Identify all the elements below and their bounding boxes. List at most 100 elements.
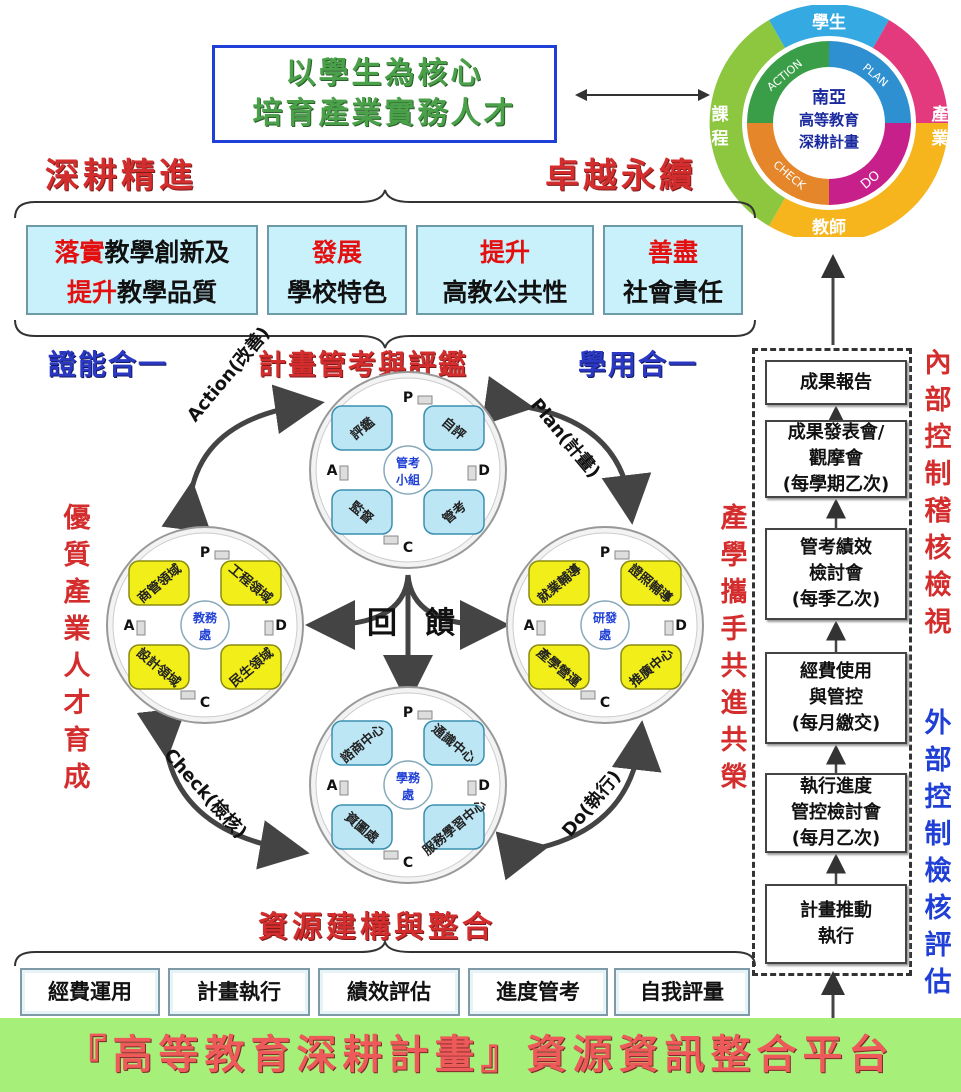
loop-top-c: C bbox=[403, 540, 413, 556]
loop-bottom: 諮商中心通識中心資圖處服務學習中心學務處PDCA bbox=[309, 686, 507, 884]
loop-top-center-1: 管考 bbox=[396, 455, 420, 470]
step-progress-review: 執行進度管控檢討會(每月乙次) bbox=[765, 773, 907, 853]
mid-left-title: 證能合一 bbox=[48, 348, 169, 381]
resource-box-5: 自我評量 bbox=[614, 968, 750, 1016]
internal-control-text: 內部控制稽核檢視 bbox=[924, 348, 952, 638]
loop-right-arrow-p bbox=[614, 550, 630, 560]
loop-top-item-4 bbox=[423, 489, 485, 535]
goal-box-4: 善盡 社會責任 bbox=[603, 225, 743, 315]
plan-arrow bbox=[481, 375, 652, 525]
loop-bottom-center-2: 處 bbox=[402, 787, 414, 802]
goal-2-red: 發展 bbox=[311, 238, 362, 267]
loop-bottom-item-2 bbox=[423, 720, 485, 766]
step-execute: 計畫推動執行 bbox=[765, 884, 907, 964]
goal-box-2: 發展 學校特色 bbox=[267, 225, 407, 315]
goal-1-text-1: 教學創新及 bbox=[104, 238, 230, 267]
loop-top-arrow-a bbox=[339, 465, 349, 481]
goal-box-1: 落實教學創新及 提升教學品質 bbox=[26, 225, 258, 315]
loop-top-arrow-d bbox=[467, 465, 477, 481]
loop-right: 就業輔導證照輔導產學營運推廣中心研發處PDCA bbox=[506, 526, 704, 724]
resource-box-2: 計畫執行 bbox=[168, 968, 310, 1016]
loop-bottom-arrow-c bbox=[383, 850, 399, 860]
loop-left-arrow-d bbox=[264, 620, 274, 636]
right-vertical-text: 產學攜手共進共榮 bbox=[720, 503, 748, 793]
top-brace bbox=[14, 189, 756, 219]
double-arrow-icon bbox=[575, 89, 710, 101]
wheel-center-1: 南亞 bbox=[812, 87, 846, 108]
loop-top-item-1 bbox=[331, 405, 393, 451]
goal-1-text-2: 教學品質 bbox=[117, 278, 218, 307]
loop-left-center-1: 教務 bbox=[192, 610, 218, 625]
loop-left-arrow-a bbox=[136, 620, 146, 636]
loop-left-arrow-p bbox=[214, 550, 230, 560]
loop-top-center-2: 小組 bbox=[396, 472, 420, 487]
step-budget-control: 經費使用與管控(每月繳交) bbox=[765, 652, 907, 744]
goal-4-text: 社會責任 bbox=[622, 278, 723, 307]
loop-right-c: C bbox=[600, 695, 610, 711]
loop-bottom-item-3 bbox=[331, 804, 393, 850]
mid-right-title: 學用合一 bbox=[578, 348, 699, 381]
external-control-text: 外部控制檢核評估 bbox=[924, 708, 952, 998]
platform-banner: 『高等教育深耕計畫』資源資訊整合平台 bbox=[0, 1018, 961, 1092]
feedback-left-char: 回 bbox=[367, 606, 397, 641]
slogan-left: 深耕精進 bbox=[45, 156, 197, 196]
pdca-wheel: 學生 教師 ACTION PLAN DO CHECK 南亞 高等教育 深耕計畫 bbox=[709, 5, 949, 237]
loop-left-item-1 bbox=[128, 560, 190, 606]
loop-right-arrow-c bbox=[580, 690, 596, 700]
loop-right-arrow-d bbox=[664, 620, 674, 636]
process-column bbox=[752, 348, 912, 976]
loop-bottom-arrow-p bbox=[417, 710, 433, 720]
loop-top: 評鑑自評監督管考管考小組PDCA bbox=[309, 371, 507, 569]
loop-top-item-3 bbox=[331, 489, 393, 535]
loop-top-a: A bbox=[327, 463, 338, 479]
loop-left-arrow-c bbox=[180, 690, 196, 700]
loop-top-item-2 bbox=[423, 405, 485, 451]
resource-box-1: 經費運用 bbox=[20, 968, 160, 1016]
left-vertical-text: 優質產業人才育成 bbox=[63, 503, 91, 793]
step-quarterly-review: 管考績效檢討會(每季乙次) bbox=[765, 528, 907, 620]
loop-top-p: P bbox=[403, 390, 413, 406]
loop-left-item-4 bbox=[220, 644, 282, 690]
loop-bottom-a: A bbox=[327, 778, 338, 794]
loop-left-item-2 bbox=[220, 560, 282, 606]
step-showcase: 成果發表會/觀摩會(每學期乙次) bbox=[765, 420, 907, 498]
wheel-outer-left: 課程 bbox=[711, 105, 729, 149]
resource-box-3: 績效評估 bbox=[318, 968, 460, 1016]
wheel-outer-bottom: 教師 bbox=[811, 217, 846, 237]
check-arrow bbox=[136, 707, 310, 870]
wheel-center-3: 深耕計畫 bbox=[799, 133, 859, 151]
loop-right-item-2 bbox=[620, 560, 682, 606]
loop-top-arrow-c bbox=[383, 535, 399, 545]
goal-bottom-brace bbox=[14, 319, 756, 349]
goal-1-red-2: 提升 bbox=[66, 278, 117, 307]
loop-left-center-2: 處 bbox=[199, 627, 211, 642]
goal-2-text: 學校特色 bbox=[286, 278, 387, 307]
loop-bottom-c: C bbox=[403, 855, 413, 871]
loop-top-d: D bbox=[478, 463, 490, 479]
loop-right-item-1 bbox=[528, 560, 590, 606]
title-line-2: 培育產業實務人才 bbox=[252, 96, 517, 131]
resource-brace bbox=[14, 940, 756, 967]
loop-bottom-arrow-d bbox=[467, 780, 477, 796]
loop-bottom-item-1 bbox=[331, 720, 393, 766]
loop-right-d: D bbox=[675, 618, 687, 634]
loop-right-a: A bbox=[524, 618, 535, 634]
goal-box-3: 提升 高教公共性 bbox=[416, 225, 594, 315]
resource-box-4: 進度管考 bbox=[468, 968, 608, 1016]
slogan-right: 卓越永續 bbox=[545, 156, 697, 196]
loop-right-center-2: 處 bbox=[599, 627, 611, 642]
do-arrow bbox=[495, 720, 662, 881]
loop-right-arrow-a bbox=[536, 620, 546, 636]
loop-right-item-3 bbox=[528, 644, 590, 690]
loop-left-item-3 bbox=[128, 644, 190, 690]
loop-bottom-item-4 bbox=[423, 804, 485, 850]
feedback-right-char: 饋 bbox=[425, 606, 455, 641]
goal-1-red-1: 落實 bbox=[54, 238, 105, 267]
loop-left-d: D bbox=[275, 618, 287, 634]
loop-right-center-1: 研發 bbox=[593, 610, 618, 625]
loop-right-p: P bbox=[600, 545, 610, 561]
loop-bottom-p: P bbox=[403, 705, 413, 721]
loop-left-p: P bbox=[200, 545, 210, 561]
goal-3-text: 高教公共性 bbox=[442, 278, 568, 307]
